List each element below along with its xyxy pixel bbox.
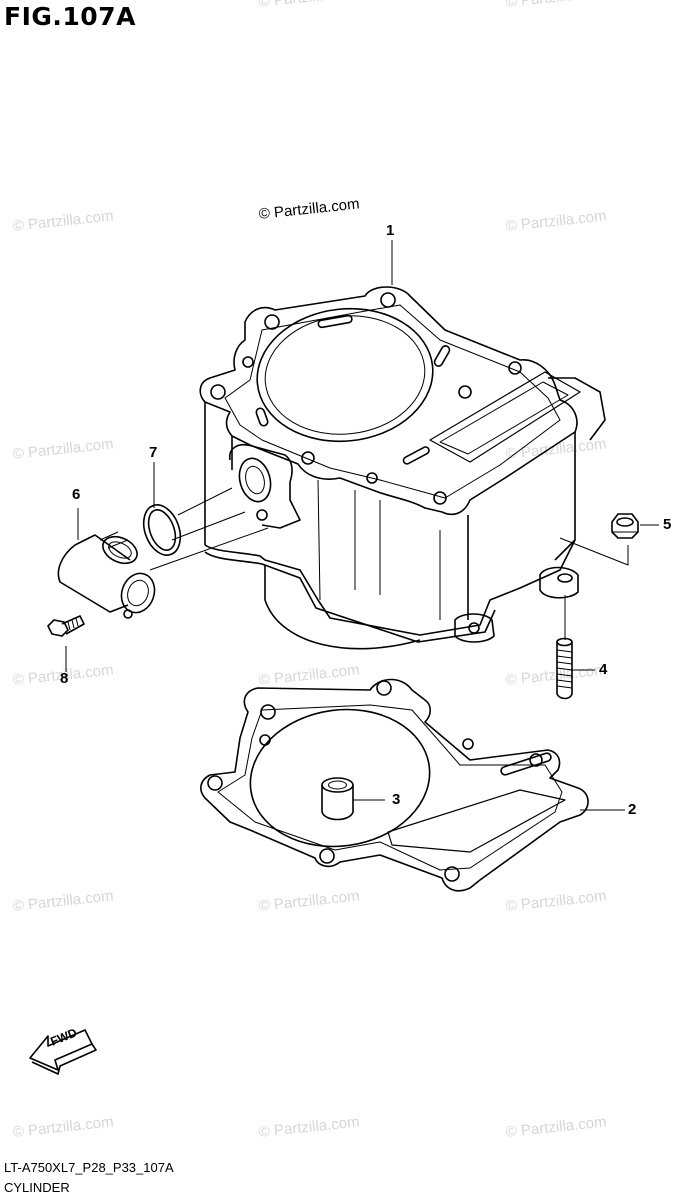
cylinder-gasket-part: [200, 678, 589, 892]
callout-3: 3: [392, 791, 401, 808]
stud-part: [556, 637, 573, 700]
callout-4: 4: [599, 661, 608, 678]
callout-8: 8: [60, 670, 69, 687]
fwd-arrow-icon: [29, 1029, 97, 1075]
callout-7: 7: [149, 444, 158, 461]
callout-1: 1: [386, 222, 395, 239]
bolt-part: [47, 615, 85, 637]
figure-title: FIG.107A: [4, 2, 136, 31]
callout-5: 5: [663, 516, 672, 533]
cylinder-block-part: [199, 286, 606, 650]
callout-6: 6: [72, 486, 81, 503]
diagram-code: LT-A750XL7_P28_P33_107A: [4, 1160, 174, 1175]
o-ring-part: [142, 504, 182, 556]
nut-part: [611, 513, 639, 539]
diagram-caption: CYLINDER: [4, 1180, 70, 1195]
dowel-pin-part: [321, 777, 354, 821]
water-inlet-part: [57, 531, 156, 619]
callout-2: 2: [628, 801, 637, 818]
